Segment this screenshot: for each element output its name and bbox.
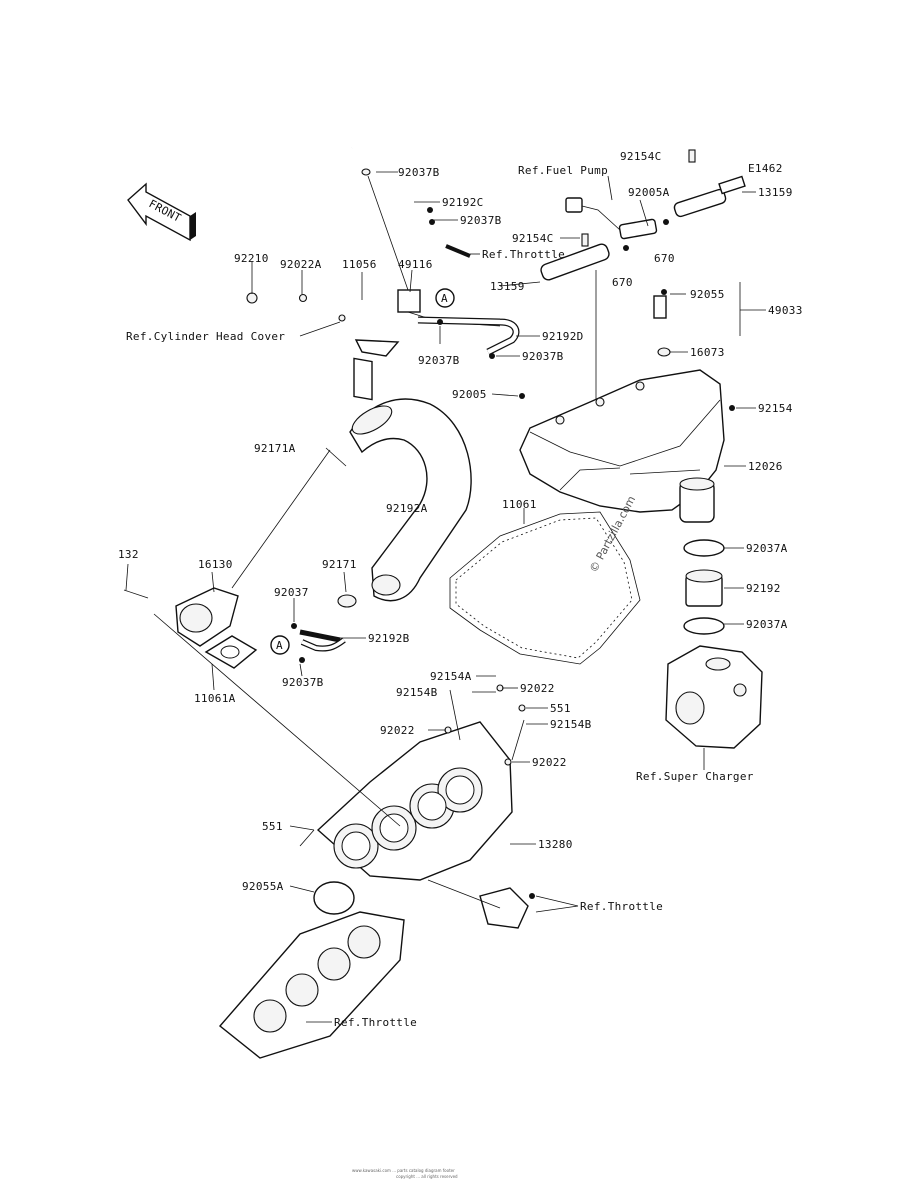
label-16073: 16073 <box>690 346 725 359</box>
breather-hose <box>343 145 471 291</box>
label-92192C: 92192C <box>442 196 484 209</box>
footer-line-2: copyright ... all rights reserved <box>396 1174 458 1179</box>
gasket-11061 <box>449 511 641 665</box>
label-92037B-top: 92037B <box>398 166 440 179</box>
label-670-a: 670 <box>654 252 675 265</box>
footer-line-1: www.kawasaki.com ... parts catalog diagr… <box>352 1168 455 1173</box>
label-92154: 92154 <box>758 402 793 415</box>
plenum-13280 <box>153 613 526 881</box>
label-ref-fuel-pump: Ref.Fuel Pump <box>518 164 608 177</box>
label-92037B-d: 92037B <box>522 350 564 363</box>
label-92037B-e: 92037B <box>282 676 324 689</box>
circle-a-marker-top <box>435 288 455 308</box>
label-132: 132 <box>118 548 139 561</box>
label-12026: 12026 <box>748 460 783 473</box>
label-92055: 92055 <box>690 288 725 301</box>
circle-a-marker-bottom <box>270 635 290 655</box>
label-49116: 49116 <box>398 258 433 271</box>
label-92171: 92171 <box>322 558 357 571</box>
label-92154B-a: 92154B <box>396 686 438 699</box>
part-labels: 92037B 92192C 92037B Ref.Throttle 92154C… <box>118 150 803 1029</box>
label-92055A: 92055A <box>242 880 284 893</box>
label-92171A: 92171A <box>254 442 296 455</box>
front-arrow-icon: FRONT <box>127 182 196 242</box>
throttle-bodies <box>218 879 535 1059</box>
label-13159-left: 13159 <box>490 280 525 293</box>
label-92154C-mid: 92154C <box>512 232 554 245</box>
label-92192: 92192 <box>746 582 781 595</box>
circle-a-top-label: A <box>441 292 448 305</box>
label-11056: 11056 <box>342 258 377 271</box>
label-92005: 92005 <box>452 388 487 401</box>
label-ref-cylinder-head-cover: Ref.Cylinder Head Cover <box>126 330 285 343</box>
label-13280: 13280 <box>538 838 573 851</box>
label-13159-right: 13159 <box>758 186 793 199</box>
label-92037A-a: 92037A <box>746 542 788 555</box>
label-92005A: 92005A <box>628 186 670 199</box>
label-92022-a: 92022 <box>520 682 555 695</box>
label-92192B: 92192B <box>368 632 410 645</box>
label-92037B-c: 92037B <box>418 354 460 367</box>
supercharger-duct <box>665 539 763 749</box>
label-92154B-b: 92154B <box>550 718 592 731</box>
label-ref-throttle-top: Ref.Throttle <box>482 248 565 261</box>
label-16130: 16130 <box>198 558 233 571</box>
label-ref-throttle-bottom: Ref.Throttle <box>334 1016 417 1029</box>
label-92022A: 92022A <box>280 258 322 271</box>
label-551-b: 551 <box>262 820 283 833</box>
label-ref-throttle-mid: Ref.Throttle <box>580 900 663 913</box>
bracket-11056: A <box>246 288 525 401</box>
label-ref-super-charger: Ref.Super Charger <box>636 770 754 783</box>
label-670-b: 670 <box>612 276 633 289</box>
label-92154A: 92154A <box>430 670 472 683</box>
label-551-a: 551 <box>550 702 571 715</box>
label-11061A: 11061A <box>194 692 236 705</box>
intake-chamber-12026 <box>519 270 735 523</box>
label-92192D: 92192D <box>542 330 584 343</box>
label-92037A-b: 92037A <box>746 618 788 631</box>
inlet-16130: A <box>123 449 346 669</box>
map-sensor <box>653 282 741 357</box>
label-92154C-top: 92154C <box>620 150 662 163</box>
leader-lines <box>125 171 766 1023</box>
label-49033: 49033 <box>768 304 803 317</box>
label-92037: 92037 <box>274 586 309 599</box>
label-92192A: 92192A <box>386 502 428 515</box>
label-11061: 11061 <box>502 498 537 511</box>
label-92210: 92210 <box>234 252 269 265</box>
circle-a-bottom-label: A <box>276 639 283 652</box>
label-92022-c: 92022 <box>532 756 567 769</box>
label-92022-b: 92022 <box>380 724 415 737</box>
label-92037B-mid: 92037B <box>460 214 502 227</box>
label-E1462: E1462 <box>748 162 783 175</box>
